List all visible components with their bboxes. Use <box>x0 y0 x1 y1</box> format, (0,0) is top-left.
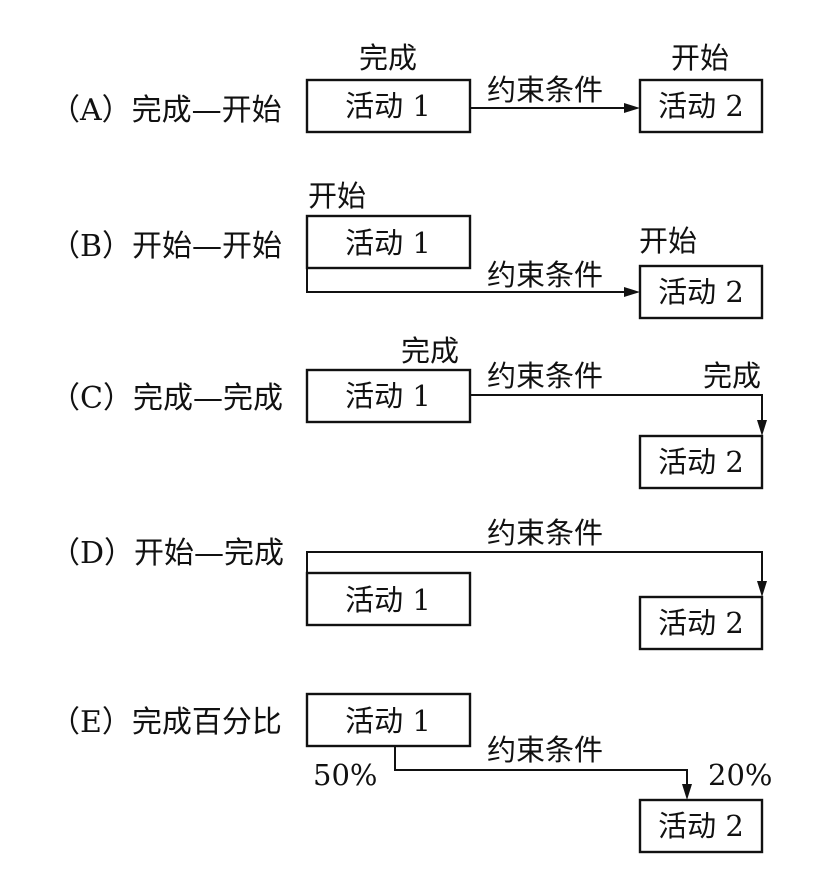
row-c-arrowhead <box>757 420 767 436</box>
row-d-constraint-label: 约束条件 <box>487 516 603 550</box>
row-e: （E）完成百分比 活动 1 活动 2 约束条件 50% 20% <box>50 692 772 854</box>
row-c-activity2-tag: 完成 <box>703 359 761 393</box>
row-b-title: （B）开始—开始 <box>50 229 282 264</box>
row-e-activity1-label: 活动 1 <box>345 704 431 738</box>
row-a: （A）完成—开始 完成 开始 活动 1 活动 2 约束条件 <box>50 41 764 134</box>
row-c-constraint-label: 约束条件 <box>487 359 603 393</box>
row-e-arrowhead <box>682 784 692 800</box>
row-c-activity2-label: 活动 2 <box>658 445 744 479</box>
row-a-constraint-label: 约束条件 <box>487 73 603 107</box>
row-c-title: （C）完成—完成 <box>50 381 283 416</box>
row-a-activity2-label: 活动 2 <box>658 89 744 123</box>
row-b-activity2-tag: 开始 <box>639 224 697 258</box>
row-b-activity2-box <box>638 264 764 320</box>
row-a-activity1-label: 活动 1 <box>345 89 431 123</box>
row-a-activity1-tag: 完成 <box>359 41 417 75</box>
row-c-activity1-tag: 完成 <box>401 334 459 368</box>
row-b-activity2-label: 活动 2 <box>658 275 744 309</box>
row-d-constraint-line <box>306 551 763 583</box>
row-d-activity1-label: 活动 1 <box>345 583 431 617</box>
row-b-activity1-label: 活动 1 <box>345 226 431 260</box>
row-a-arrowhead <box>624 103 640 113</box>
row-c-constraint-line <box>470 394 763 422</box>
row-d-activity1-box <box>305 571 472 627</box>
row-e-activity2-box <box>638 798 764 854</box>
row-b: （B）开始—开始 开始 开始 活动 1 活动 2 约束条件 <box>50 179 764 320</box>
row-d-activity2-box <box>638 595 764 651</box>
row-e-constraint-line <box>394 746 688 786</box>
row-e-constraint-label: 约束条件 <box>487 733 603 767</box>
row-b-arrowhead <box>624 287 640 297</box>
row-e-activity1-percent: 50% <box>313 758 377 792</box>
row-e-activity2-label: 活动 2 <box>658 809 744 843</box>
row-b-constraint-line <box>306 268 626 293</box>
row-a-activity2-box <box>638 78 764 134</box>
row-b-activity1-box <box>305 214 472 270</box>
row-d-activity2-label: 活动 2 <box>658 606 744 640</box>
row-a-activity2-tag: 开始 <box>671 41 729 75</box>
row-d-arrowhead <box>757 581 767 597</box>
row-e-activity1-box <box>305 692 472 748</box>
row-c: （C）完成—完成 完成 完成 活动 1 活动 2 约束条件 <box>50 334 767 490</box>
row-c-activity1-label: 活动 1 <box>345 379 431 413</box>
row-d-title: （D）开始—完成 <box>50 536 284 571</box>
row-b-constraint-label: 约束条件 <box>487 258 603 292</box>
row-e-title: （E）完成百分比 <box>50 705 282 740</box>
row-d: （D）开始—完成 活动 1 活动 2 约束条件 <box>50 516 767 651</box>
row-c-activity2-box <box>638 434 764 490</box>
row-e-activity2-percent: 20% <box>708 758 772 792</box>
row-a-activity1-box <box>305 78 472 134</box>
row-b-activity1-tag: 开始 <box>308 179 366 213</box>
row-a-title: （A）完成—开始 <box>50 93 282 128</box>
